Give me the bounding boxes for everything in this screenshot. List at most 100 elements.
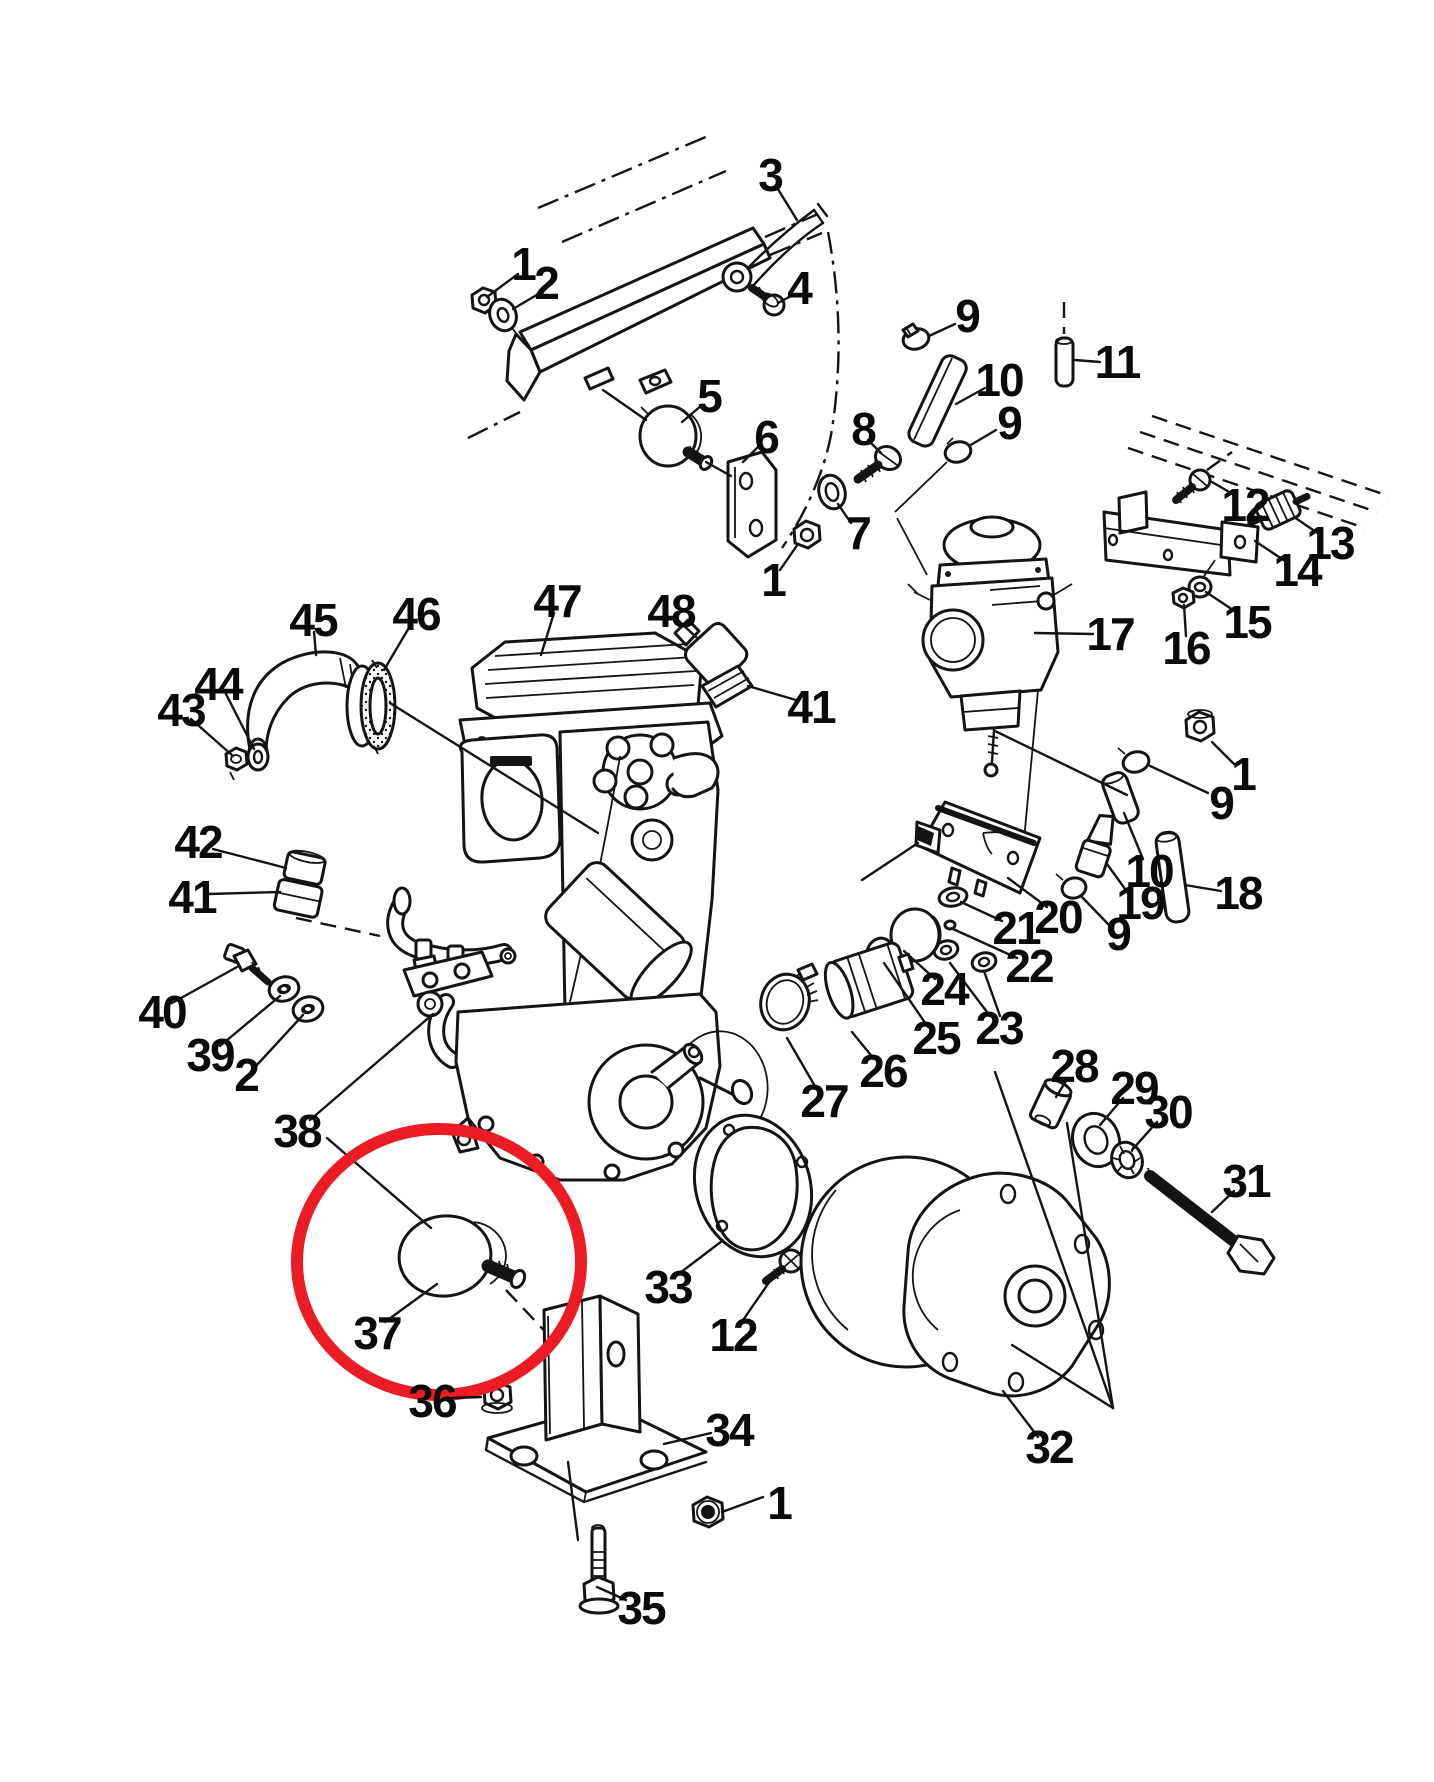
callout-10: 10	[1125, 845, 1173, 897]
nut-1-right	[1184, 709, 1216, 743]
callout-21: 21	[992, 902, 1041, 954]
leader-33-37	[674, 1239, 724, 1278]
callout-12: 12	[709, 1309, 757, 1361]
leader-27-39	[785, 1036, 818, 1090]
leader-16-17	[1182, 603, 1188, 638]
leader-3-2	[774, 184, 799, 222]
leader-9-47	[1079, 894, 1110, 926]
clamp-9-third	[1055, 873, 1088, 900]
washer-39	[267, 975, 301, 1003]
bolt-35	[578, 1524, 620, 1615]
bracket-6	[726, 450, 778, 559]
callout-1: 1	[511, 238, 536, 290]
callout-7: 7	[846, 507, 870, 559]
leader-47-21	[539, 611, 556, 657]
callout-19: 19	[1116, 877, 1164, 929]
screw-12-bracket	[1172, 451, 1233, 504]
callout-38: 38	[273, 1105, 322, 1157]
leader-22-44	[951, 927, 1019, 960]
leader-46-20	[382, 624, 412, 672]
leader-48-22	[677, 619, 698, 639]
leader-6-5	[741, 444, 761, 464]
hose-stubs-42-41	[272, 849, 327, 919]
assembly-line-3	[704, 460, 733, 478]
leader-24-42	[902, 949, 937, 981]
leader-34-34	[662, 1431, 713, 1446]
sensor-40	[223, 943, 272, 986]
callout-25: 25	[912, 1012, 961, 1064]
nut-1-bottom	[691, 1495, 725, 1529]
hose-stub-phantom	[295, 916, 381, 938]
callout-41: 41	[787, 681, 836, 733]
leader-38-31	[308, 1012, 435, 1122]
leader-1-52	[1210, 740, 1236, 766]
clamp-9-fourth	[1117, 747, 1151, 774]
leader-21-45	[959, 900, 1004, 923]
callout-1: 1	[767, 1477, 792, 1529]
flange-46	[345, 659, 397, 755]
washer-21	[937, 886, 969, 908]
callout-22: 22	[1005, 940, 1053, 992]
tube-11	[1054, 302, 1075, 388]
assembly-line-2	[601, 388, 648, 422]
leader-23-43	[982, 969, 1002, 1018]
bolt-4	[748, 283, 786, 317]
callout-46: 46	[392, 588, 440, 640]
gasket-33	[692, 1113, 814, 1259]
washer-44	[246, 742, 270, 772]
callout-31: 31	[1222, 1155, 1271, 1207]
leader-29-54	[1098, 1096, 1125, 1127]
leader-41-23	[746, 684, 798, 702]
leader-1-8	[778, 542, 800, 572]
callout-10: 10	[975, 354, 1023, 406]
callout-42: 42	[174, 816, 222, 868]
callout-26: 26	[859, 1045, 907, 1097]
washer-2-top-left	[488, 297, 521, 339]
nut-1-bracket	[792, 519, 822, 550]
tube-18	[1154, 830, 1191, 924]
callout-39: 39	[186, 1029, 234, 1081]
assembly-line-4	[566, 1460, 580, 1542]
callout-36: 36	[408, 1375, 456, 1427]
bolt-22	[943, 919, 957, 931]
callout-20: 20	[1034, 891, 1082, 943]
callout-2: 2	[534, 257, 558, 309]
assembly-line-8	[1065, 1121, 1115, 1410]
callout-44: 44	[194, 658, 244, 710]
leader-1-35	[720, 1495, 765, 1514]
nut-16	[1171, 586, 1196, 610]
callout-35: 35	[617, 1582, 666, 1634]
leader-18-50	[1183, 883, 1223, 893]
leader-37-32	[383, 1282, 439, 1324]
callout-47: 47	[533, 575, 581, 627]
sensors-38	[402, 938, 517, 1018]
bushing-28	[1029, 1078, 1073, 1130]
leader-43-25	[189, 717, 235, 758]
washer-29	[1070, 1111, 1122, 1169]
leader-23-43	[948, 961, 992, 1018]
leader-12-38	[739, 1266, 781, 1325]
valve-19	[1074, 814, 1115, 879]
callout-34: 34	[705, 1404, 755, 1456]
filter-26	[823, 941, 915, 1020]
callout-13: 13	[1306, 517, 1354, 569]
leader-9-51	[1146, 763, 1210, 795]
leader-44-24	[224, 692, 256, 751]
leader-10-49	[1122, 811, 1145, 861]
callout-43: 43	[157, 684, 205, 736]
callout-8: 8	[851, 403, 876, 455]
leader-31-56	[1210, 1189, 1236, 1214]
oil-filter	[544, 861, 693, 1008]
callout-3: 3	[758, 149, 782, 201]
frame-phantom-lines-top-right	[1127, 414, 1390, 530]
leader-9-12	[967, 428, 998, 448]
leader-40-28	[170, 965, 239, 1005]
spark-plug-cap-48	[673, 618, 754, 709]
fuel-filter-13	[1247, 489, 1311, 531]
leader-11-11	[1073, 358, 1102, 364]
leader-39-29	[218, 994, 282, 1048]
leader-4-3	[776, 294, 793, 305]
callout-11: 11	[1095, 336, 1141, 388]
